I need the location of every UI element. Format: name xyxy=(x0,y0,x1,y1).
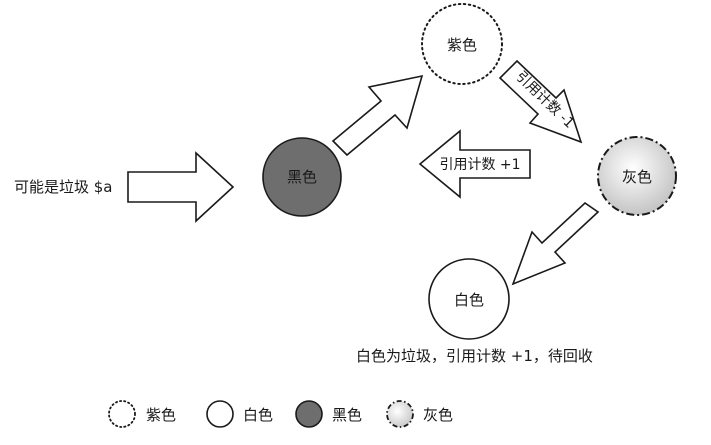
legend: 紫色 白色 黑色 灰色 xyxy=(108,400,453,428)
legend-purple-label: 紫色 xyxy=(146,406,176,424)
refcount-plus-label: 引用计数 +1 xyxy=(439,157,520,173)
purple-node xyxy=(421,3,503,85)
legend-white-swatch xyxy=(206,400,234,428)
legend-black-swatch xyxy=(295,400,323,428)
arrow-to-white xyxy=(511,201,600,286)
refcount-minus-arrow xyxy=(498,59,583,144)
black-node-label: 黑色 xyxy=(287,168,317,186)
input-label: 可能是垃圾 $a xyxy=(14,178,113,196)
legend-white-label: 白色 xyxy=(243,406,273,424)
white-node xyxy=(428,258,510,340)
white-node-label: 白色 xyxy=(454,291,484,309)
purple-node-label: 紫色 xyxy=(447,36,477,54)
legend-purple-swatch xyxy=(108,400,136,428)
legend-black-label: 黑色 xyxy=(332,406,362,424)
refcount-plus-arrow xyxy=(418,129,531,199)
gray-node xyxy=(597,136,677,216)
legend-gray-label: 灰色 xyxy=(423,406,453,424)
arrow-to-purple xyxy=(331,74,424,157)
gray-node-label: 灰色 xyxy=(622,168,652,186)
legend-gray-swatch xyxy=(386,400,414,428)
black-node xyxy=(262,137,342,217)
input-arrow xyxy=(127,151,235,223)
conclusion-label: 白色为垃圾，引用计数 +1，待回收 xyxy=(356,347,593,365)
